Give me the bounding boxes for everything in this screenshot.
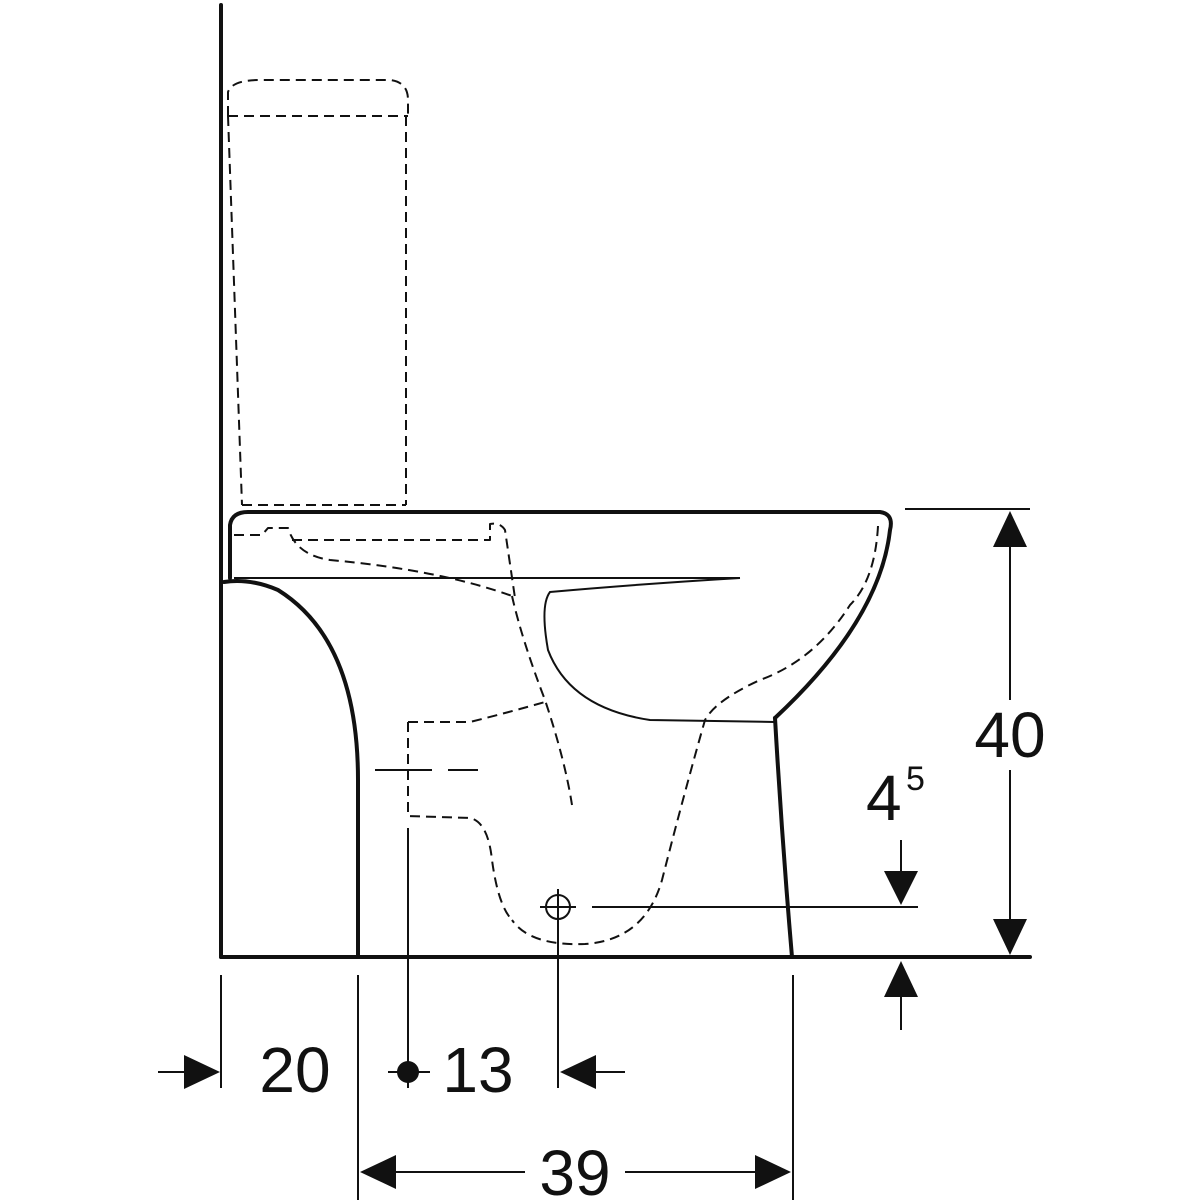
outlet-height-main: 4 (866, 762, 902, 834)
pan-rim-outline (228, 510, 893, 720)
dimension-outlet-height: 4 5 (866, 760, 925, 1030)
outlet-height-label: 4 (866, 762, 902, 834)
outlet-height-arrow-up (884, 961, 918, 997)
rim-channel (234, 527, 513, 597)
height-arrow-top (993, 511, 1027, 547)
wall-and-floor (219, 3, 1032, 959)
pan-front-leg (773, 716, 794, 959)
cistern-lid (227, 79, 409, 116)
pan-back-curve (222, 579, 360, 959)
dimension-inlet-offset: 13 (388, 828, 625, 1106)
outlet-arrow (560, 1055, 596, 1089)
outlet-lower (407, 722, 513, 921)
bowl-front-hidden (511, 525, 879, 946)
pan-depth-arrow-left (360, 1155, 396, 1189)
pan-depth-label-backing (525, 1140, 625, 1200)
wall-offset-label: 20 (259, 1034, 330, 1106)
outlet-center-marker (540, 889, 918, 925)
cistern-outline (227, 79, 409, 506)
internal-hidden-lines (234, 522, 879, 946)
dimension-height: 40 (905, 508, 1052, 955)
toilet-pan (222, 510, 893, 959)
outlet-height-superscript: 5 (906, 760, 925, 798)
outlet-pipe (408, 701, 546, 723)
dimension-wall-offset: 20 (158, 975, 359, 1200)
height-label-backing (968, 700, 1052, 770)
cistern-left-side (227, 115, 243, 506)
bowl-inner-outline (543, 577, 776, 723)
flush-channel (292, 522, 516, 599)
outlet-height-arrow-down (884, 871, 918, 905)
pan-depth-arrow-right (755, 1155, 791, 1189)
pan-depth-label: 39 (539, 1137, 610, 1200)
height-arrow-bottom (993, 919, 1027, 955)
trap-front (511, 595, 573, 806)
inlet-offset-label: 13 (442, 1034, 513, 1106)
wall-offset-arrow (184, 1055, 220, 1089)
dimension-pan-depth: 39 (360, 975, 794, 1200)
height-label: 40 (974, 699, 1045, 771)
